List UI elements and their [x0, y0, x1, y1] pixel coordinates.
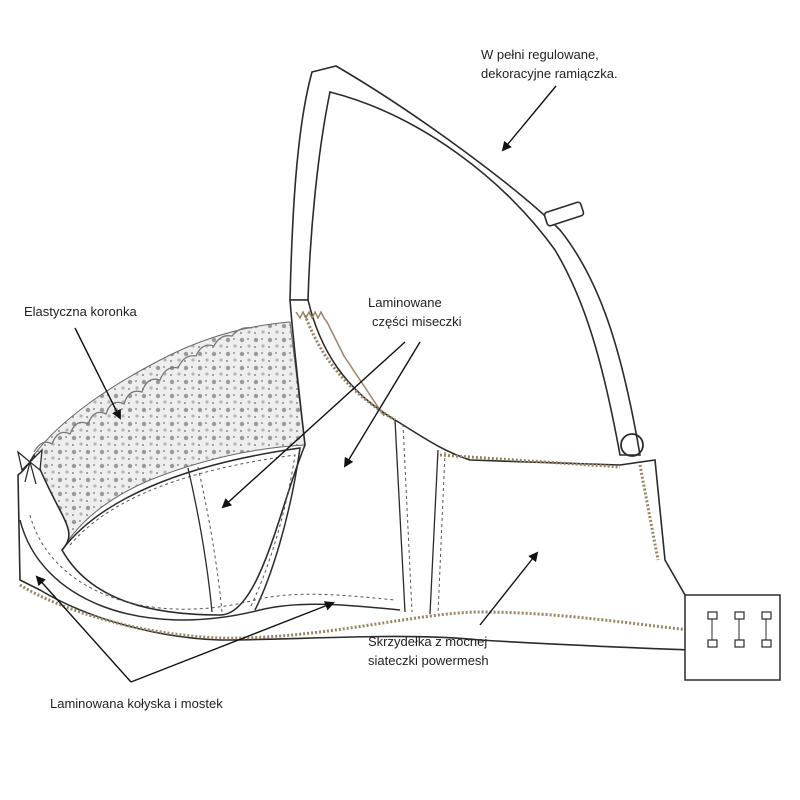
label-lace-text: Elastyczna koronka	[24, 304, 137, 319]
arrow-cradle-right	[130, 601, 335, 683]
arrow-wings	[479, 551, 539, 626]
label-straps: W pełni regulowane, dekoracyjne ramiączk…	[481, 45, 618, 83]
label-straps-line1: W pełni regulowane,	[481, 47, 599, 62]
cradle-stitch	[29, 514, 396, 610]
shoulder-strap	[289, 65, 641, 456]
cup-vertical-seam	[187, 467, 213, 613]
arrow-lace	[74, 327, 121, 420]
side-seam-1b	[402, 423, 413, 613]
label-wings: Skrzydełka z mocnej siateczki powermesh	[368, 632, 489, 670]
label-cradle-text: Laminowana kołyska i mostek	[50, 696, 223, 711]
label-cups: Laminowane części miseczki	[368, 293, 462, 331]
bow-icon	[16, 448, 43, 485]
side-seam-1	[394, 419, 406, 613]
label-wings-line2: siateczki powermesh	[368, 653, 489, 668]
zigzag-trim-top	[295, 310, 385, 417]
arrow-cups-left	[221, 341, 406, 509]
cradle-outer	[19, 519, 401, 621]
zigzag-trim-wing-side	[638, 464, 660, 561]
arrow-cups-right	[343, 341, 421, 468]
label-lace: Elastyczna koronka	[24, 302, 137, 321]
label-cradle: Laminowana kołyska i mostek	[50, 694, 223, 713]
cup-seam-outer	[61, 447, 301, 611]
zigzag-trim-bottom	[19, 583, 691, 640]
lace-panel	[33, 321, 306, 552]
cup-vertical-seam-2	[197, 466, 223, 613]
label-cups-line2: części miseczki	[372, 314, 462, 329]
label-straps-line2: dekoracyjne ramiączka.	[481, 66, 618, 81]
lace-scallop-edge	[33, 327, 253, 453]
cup-seam-inner	[69, 454, 296, 609]
arrow-straps	[501, 85, 557, 152]
strap-slider-icon	[543, 201, 585, 227]
side-seam-2	[429, 449, 439, 615]
strap-ring-icon	[620, 433, 644, 457]
label-cups-line1: Laminowane	[368, 295, 442, 310]
arrow-cradle-left	[35, 575, 132, 683]
hook-and-eye-closure	[684, 594, 781, 681]
label-wings-line1: Skrzydełka z mocnej	[368, 634, 488, 649]
